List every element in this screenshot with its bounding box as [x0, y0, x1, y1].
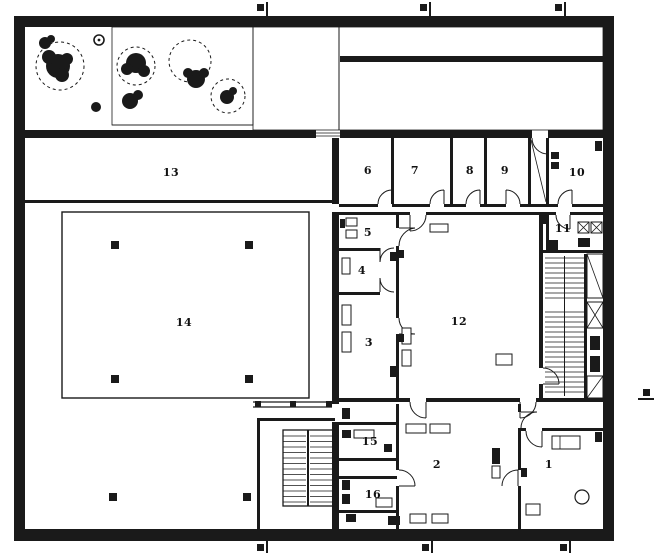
room-label-2: 2	[433, 458, 441, 471]
section-marker-right	[638, 389, 654, 400]
room-label-15: 15	[362, 435, 378, 448]
tree-canopy-icon	[210, 78, 246, 114]
room-label-12: 12	[451, 315, 467, 328]
tree-canopy-icon	[35, 41, 85, 91]
outer-walls	[14, 16, 614, 541]
room-label-13: 13	[163, 166, 179, 179]
room-label-8: 8	[466, 164, 474, 177]
terrace-wall	[340, 56, 603, 62]
tree-canopy-icon	[116, 46, 156, 86]
section-marker-bottom-2	[422, 539, 433, 553]
room-label-1: 1	[545, 458, 553, 471]
table-icon	[574, 489, 590, 505]
column	[109, 493, 117, 501]
section-marker-top-3	[555, 2, 566, 16]
column	[245, 375, 253, 383]
tree-canopy-icon	[168, 39, 212, 83]
fixtures	[340, 141, 602, 525]
column	[243, 493, 251, 501]
bed	[551, 435, 581, 450]
section-marker-bottom-1	[257, 539, 268, 553]
stair-right	[545, 256, 584, 396]
room-label-9: 9	[501, 164, 509, 177]
room-label-3: 3	[365, 336, 373, 349]
room-label-4: 4	[358, 264, 366, 277]
room-label-6: 6	[364, 164, 372, 177]
room-label-14: 14	[176, 316, 192, 329]
room-label-10: 10	[569, 166, 585, 179]
section-marker-top-1	[257, 2, 268, 16]
room-label-16: 16	[365, 488, 381, 501]
section-marker-bottom-3	[560, 539, 571, 553]
room-label-11: 11	[555, 222, 571, 235]
section-markers	[257, 2, 654, 553]
entry-steps	[316, 132, 340, 137]
grid-hall	[61, 211, 310, 501]
garden-trees	[35, 34, 246, 114]
section-marker-top-2	[420, 2, 431, 16]
interior-walls	[25, 138, 603, 530]
elevators	[577, 221, 604, 399]
stair-lower-left	[282, 429, 334, 507]
room-label-7: 7	[411, 164, 419, 177]
column	[111, 375, 119, 383]
room-label-5: 5	[364, 226, 372, 239]
room-labels: 1 2 3 4 5 6 7 8 9 10 11 12 13 14 15 16	[163, 164, 585, 501]
garden-symbol-icon	[93, 34, 105, 46]
column	[245, 241, 253, 249]
column	[111, 241, 119, 249]
